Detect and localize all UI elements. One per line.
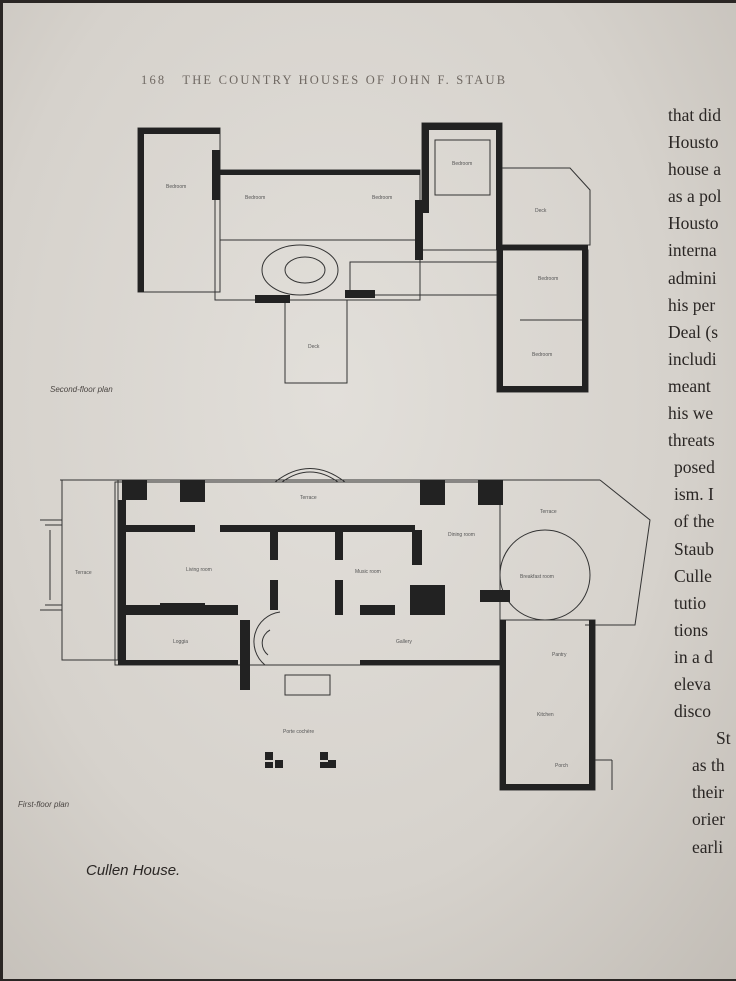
svg-text:Porte cochère: Porte cochère — [283, 729, 314, 735]
right-wing — [496, 249, 589, 393]
body-text-line: as th — [692, 755, 725, 776]
body-text-line: includi — [668, 348, 717, 369]
deck-lower — [284, 299, 348, 384]
svg-text:Gallery: Gallery — [396, 639, 412, 645]
svg-text:Dining room: Dining room — [448, 532, 475, 538]
body-text-line: Culle — [674, 565, 712, 586]
page-number: 168 — [141, 73, 167, 87]
body-text-line: Housto — [668, 132, 719, 153]
svg-text:Loggia: Loggia — [173, 639, 188, 645]
svg-text:Terrace: Terrace — [300, 495, 317, 501]
body-text-line: as a pol — [668, 186, 722, 207]
first-floor-plan — [40, 468, 651, 791]
terrace-right — [585, 479, 651, 626]
body-text-line: threats — [668, 430, 715, 451]
tower-inner — [434, 139, 491, 196]
first-floor-caption: First-floor plan — [18, 800, 70, 809]
second-floor-plan — [137, 122, 591, 393]
body-text-line: eleva — [674, 673, 711, 694]
body-text-line: that did — [668, 105, 721, 125]
second-floor-walls — [138, 123, 588, 392]
svg-text:Terrace: Terrace — [540, 509, 557, 515]
body-text-line: tions — [674, 619, 709, 640]
body-text-line: orier — [692, 809, 726, 830]
svg-text:Bedroom: Bedroom — [166, 184, 186, 190]
deck-right — [501, 167, 591, 246]
body-text-line: tutio — [674, 592, 707, 613]
svg-text:Breakfast room: Breakfast room — [520, 574, 554, 580]
body-text-line: of the — [674, 511, 715, 532]
running-head: 168 THE COUNTRY HOUSES OF JOHN F. STAUB — [141, 73, 507, 88]
svg-text:Music room: Music room — [355, 569, 381, 575]
svg-text:Kitchen: Kitchen — [537, 712, 554, 718]
stair — [253, 611, 281, 666]
body-text-line: ism. I — [674, 484, 714, 505]
svg-text:Bedroom: Bedroom — [372, 195, 392, 201]
body-text-line: his per — [668, 294, 716, 315]
body-text-line: disco — [674, 701, 711, 722]
left-wing — [137, 127, 221, 293]
body-text-line: earli — [692, 836, 724, 857]
svg-text:Bedroom: Bedroom — [538, 276, 558, 282]
svg-text:Deck: Deck — [308, 344, 320, 350]
body-text-line: posed — [674, 457, 715, 478]
svg-text:Porch: Porch — [555, 763, 568, 769]
service-wing — [499, 619, 596, 791]
book-title: THE COUNTRY HOUSES OF JOHN F. STAUB — [182, 73, 508, 87]
svg-text:Bedroom: Bedroom — [245, 195, 265, 201]
body-text-line: their — [692, 782, 725, 803]
first-floor-walls — [118, 480, 595, 790]
body-text-line: in a d — [674, 646, 713, 667]
second-floor-labels: Bedroom Bedroom Bedroom Bedroom Deck Bed… — [166, 161, 558, 358]
body-text-line: Staub — [674, 538, 714, 559]
first-floor-labels: Terrace Terrace Living room Music room D… — [75, 495, 568, 769]
svg-text:Pantry: Pantry — [552, 652, 567, 658]
terrace-steps-arc — [274, 468, 346, 483]
body-text-line: house a — [668, 159, 721, 180]
svg-text:Living room: Living room — [186, 567, 212, 573]
svg-text:Deck: Deck — [535, 208, 547, 214]
svg-text:Terrace: Terrace — [75, 570, 92, 576]
body-text-line: Housto — [668, 213, 719, 234]
terrace-steps — [40, 519, 63, 611]
body-text-line: admini — [668, 267, 717, 288]
body-text-line: meant — [668, 375, 711, 396]
body-text-line: interna — [668, 240, 717, 261]
body-text-line: Deal (s — [668, 321, 719, 342]
figure-caption: Cullen House. — [86, 862, 181, 879]
main-block — [114, 481, 501, 666]
svg-text:Bedroom: Bedroom — [452, 161, 472, 167]
second-floor-caption: Second-floor plan — [50, 385, 113, 394]
body-text-line: his we — [668, 403, 714, 424]
stair — [261, 244, 339, 296]
svg-text:Bedroom: Bedroom — [532, 352, 552, 358]
body-text-line: St — [716, 728, 731, 749]
